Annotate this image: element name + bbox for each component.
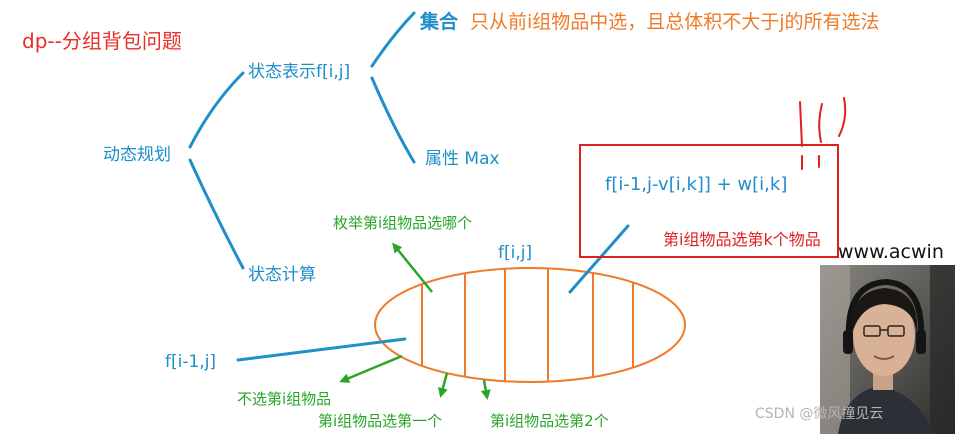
ellipse-label: f[i,j] [498,243,532,263]
formula-connector [568,224,630,294]
arrow-pick-second [480,379,491,400]
tree-branches [188,11,416,270]
presenter-webcam [820,265,955,434]
branch-to-attribute [370,76,416,164]
enumerate-label: 枚举第i组物品选哪个 [333,214,472,232]
formula-box [579,144,839,258]
attribute-label: 属性 Max [425,149,500,169]
arrow-pick-first [438,372,449,398]
ellipse-outline [374,267,686,383]
red-scribble-marks [799,97,847,170]
slide-title: dp--分组背包问题 [22,29,182,53]
pick-first-label: 第i组物品选第一个 [318,412,442,430]
branch-to-set [370,11,416,68]
state-representation-label: 状态表示f[i,j] [248,62,350,82]
skip-label: 不选第i组物品 [237,390,331,408]
formula-note: 第i组物品选第k个物品 [663,230,821,249]
annotation-arrows [339,242,491,400]
arrow-enumerate [392,242,433,293]
arrow-skip [339,354,403,383]
previous-state-label: f[i-1,j] [165,352,216,372]
tree-root-label: 动态规划 [103,145,171,165]
previous-state-connector [236,337,407,362]
set-label: 集合 [419,10,459,33]
csdn-watermark: CSDN @微风撞见云 [755,406,883,422]
state-computation-label: 状态计算 [248,265,316,285]
state-partition-ellipse [374,267,686,383]
branch-to-state-computation [188,158,245,270]
set-description: 只从前i组物品中选，且总体积不大于j的所有选法 [470,11,880,33]
formula-text: f[i-1,j-v[i,k]] + w[i,k] [605,174,787,195]
site-url-text: www.acwin [838,241,944,263]
branch-to-state-representation [188,71,245,149]
pick-second-label: 第i组物品选第2个 [490,412,609,430]
